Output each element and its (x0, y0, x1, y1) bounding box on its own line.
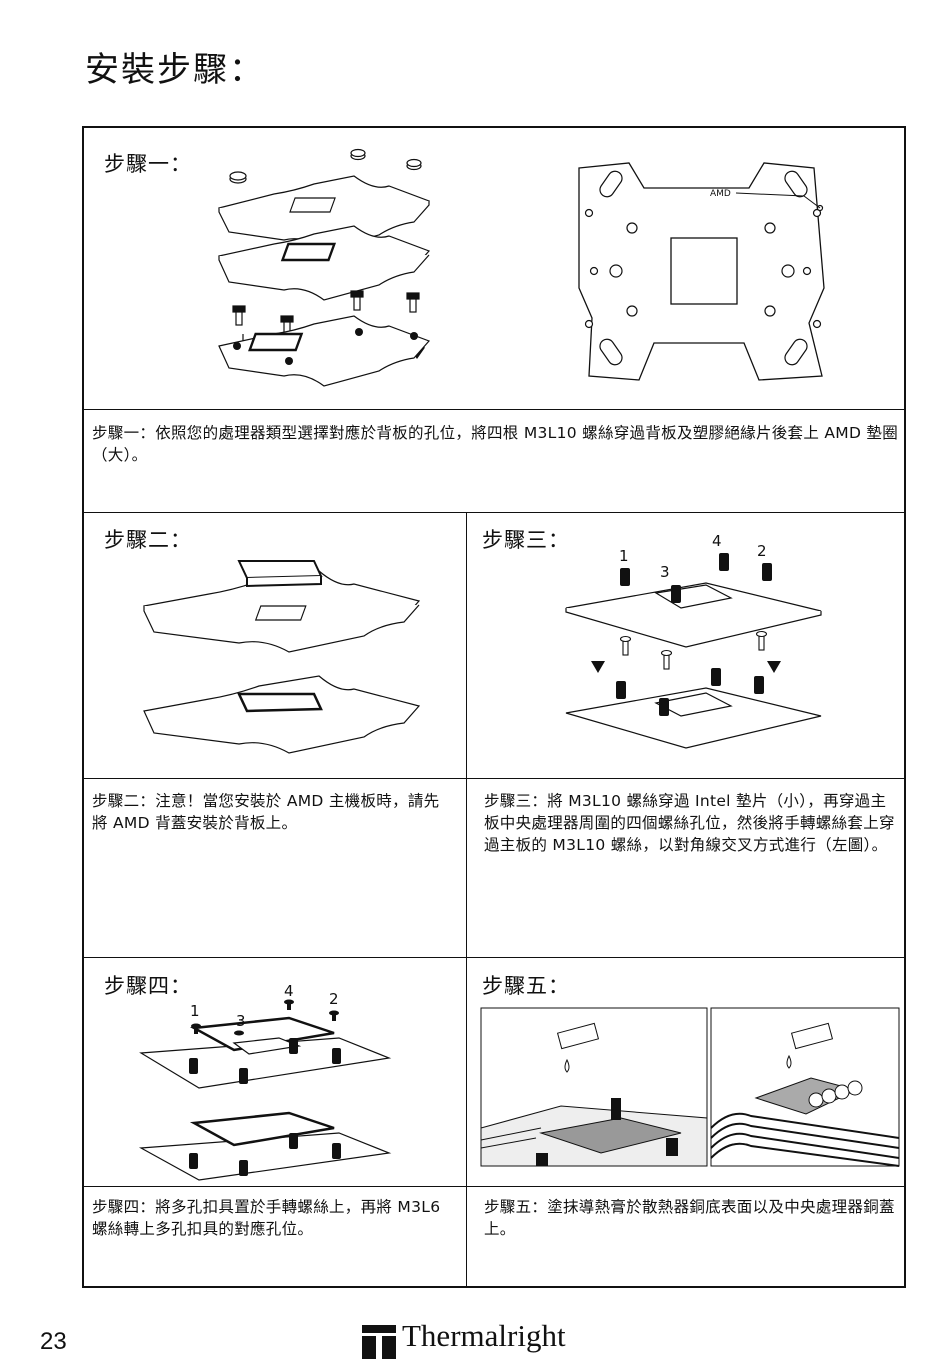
step4-heading: 步驟四： (104, 974, 192, 998)
brand-name: Thermalright (402, 1318, 566, 1353)
step2-heading: 步驟二： (104, 528, 192, 552)
column-divider (466, 512, 467, 1287)
step2-illustration (143, 560, 421, 754)
thermalright-logo-icon (362, 1325, 396, 1359)
page-title: 安裝步驟： (85, 50, 265, 90)
step4-label-1: 1 (190, 1002, 200, 1020)
instruction-frame: 步驟一： (82, 126, 906, 1288)
step5-heatsink-base-illustration (480, 1007, 708, 1167)
amd-label: AMD (710, 189, 731, 199)
step4-label-3: 3 (236, 1012, 246, 1030)
step4-illustration: 1 2 3 4 (138, 982, 392, 1181)
row-divider (84, 957, 904, 958)
row-divider (84, 778, 904, 779)
row-divider (84, 1186, 904, 1187)
step1-heading: 步驟一： (104, 152, 192, 176)
step3-label-1: 1 (619, 547, 629, 565)
row-divider (84, 409, 904, 410)
row-divider (84, 512, 904, 513)
step3-label-4: 4 (712, 532, 722, 550)
step5-description: 步驟五：塗抹導熱膏於散熱器銅底表面以及中央處理器銅蓋上。 (484, 1198, 895, 1238)
step5-cpu-illustration (710, 1007, 900, 1167)
step4-label-2: 2 (329, 990, 339, 1008)
step2-description: 步驟二：注意！當您安裝於 AMD 主機板時，請先將 AMD 背蓋安裝於背板上。 (92, 792, 440, 832)
page-number: 23 (40, 1328, 67, 1355)
step3-label-3: 3 (660, 563, 670, 581)
step5-heading: 步驟五： (482, 974, 570, 998)
step4-description: 步驟四：將多孔扣具置於手轉螺絲上，再將 M3L6 螺絲轉上多孔扣具的對應孔位。 (92, 1198, 441, 1238)
step3-description: 步驟三：將 M3L10 螺絲穿過 Intel 墊片（小），再穿過主板中央處理器周… (484, 792, 895, 854)
step3-heading: 步驟三： (482, 528, 570, 552)
step4-label-4: 4 (284, 982, 294, 1000)
step1-exploded-illustration (218, 148, 431, 387)
step3-label-2: 2 (757, 542, 767, 560)
step1-description: 步驟一：依照您的處理器類型選擇對應於背板的孔位，將四根 M3L10 螺絲穿過背板… (92, 424, 899, 464)
step1-backplate-diagram: AMD (578, 162, 825, 381)
step3-illustration: 1 2 3 4 (565, 532, 822, 749)
